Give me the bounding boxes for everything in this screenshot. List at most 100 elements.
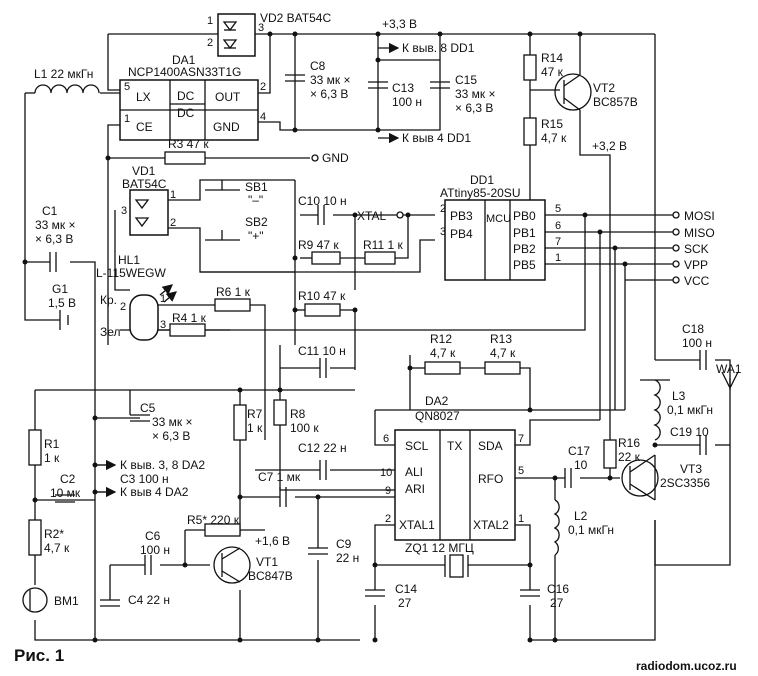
da2-xtal1: XTAL1 bbox=[399, 518, 435, 532]
r13-resistor bbox=[484, 361, 521, 375]
c1-val2: × 6,3 В bbox=[35, 232, 73, 246]
c5-val1: 33 мк × bbox=[152, 415, 193, 429]
vt2-part: BC857B bbox=[593, 95, 638, 109]
dd1-ref: DD1 bbox=[470, 173, 494, 187]
c7-label: C7 1 мк bbox=[258, 470, 301, 484]
r8-val: 100 к bbox=[290, 421, 319, 435]
c1-ref: C1 bbox=[42, 204, 58, 218]
labels: VD2 BAT54C DA1 NCP1400ASN33T1G LX DC DC … bbox=[14, 11, 742, 673]
vd2-diode-pair bbox=[217, 13, 256, 57]
wa1-label: WA1 bbox=[716, 362, 742, 376]
r15-ref: R15 bbox=[541, 117, 563, 131]
pin: 1 bbox=[207, 15, 213, 27]
components bbox=[22, 13, 739, 613]
da1-part: NCP1400ASN33T1G bbox=[128, 65, 241, 79]
l1-inductor bbox=[34, 84, 100, 94]
c4-label: C4 22 н bbox=[128, 593, 170, 607]
l3-val: 0,1 мкГн bbox=[667, 403, 713, 417]
r9-resistor bbox=[311, 251, 341, 265]
r11-resistor bbox=[364, 251, 396, 265]
r2-val: 4,7 к bbox=[44, 541, 70, 555]
c14-ref: C14 bbox=[395, 582, 417, 596]
conn-mosi: MOSI bbox=[684, 209, 715, 223]
hl1-green: Зел bbox=[100, 325, 121, 339]
pin: 3 bbox=[121, 205, 127, 217]
l2-inductor bbox=[553, 499, 560, 556]
c15-val1: 33 мк × bbox=[455, 87, 496, 101]
c6-ref: C6 bbox=[145, 529, 161, 543]
da2-rfo: RFO bbox=[478, 472, 503, 486]
rail-32v: +3,2 В bbox=[592, 139, 627, 153]
r4-resistor bbox=[169, 323, 206, 337]
c9-val: 22 н bbox=[336, 551, 359, 565]
dd1-pb0: PB0 bbox=[513, 209, 536, 223]
hl1-led bbox=[129, 294, 159, 341]
gnd-label: GND bbox=[322, 151, 349, 165]
l1-label: L1 22 мкГн bbox=[34, 67, 93, 81]
r3-resistor bbox=[164, 151, 206, 165]
hl1-ref: HL1 bbox=[118, 253, 140, 267]
vt3-transistor bbox=[621, 459, 659, 497]
wa1-antenna bbox=[721, 371, 739, 390]
da1-ce: CE bbox=[136, 120, 153, 134]
da2-scl: SCL bbox=[405, 439, 429, 453]
r6-resistor bbox=[214, 298, 251, 312]
vd1-ref: VD1 bbox=[132, 164, 156, 178]
vt2-ref: VT2 bbox=[593, 81, 615, 95]
conn-miso: MISO bbox=[684, 226, 715, 240]
vd1-diode-pair bbox=[129, 189, 169, 236]
vt2-transistor bbox=[554, 73, 592, 111]
r4-label: R4 1 к bbox=[172, 311, 207, 325]
dd1-pb4: PB4 bbox=[450, 227, 473, 241]
pin: 3 bbox=[440, 226, 446, 238]
c8-ref: C8 bbox=[310, 59, 326, 73]
pin: 2 bbox=[120, 301, 126, 313]
r15-resistor bbox=[523, 117, 537, 146]
c18-ref: C18 bbox=[682, 322, 704, 336]
da1-dc1: DC bbox=[177, 89, 195, 103]
conn-vcc: VCC bbox=[684, 274, 710, 288]
r5-label: R5* 220 к bbox=[187, 513, 240, 527]
r16-val: 22 к bbox=[618, 450, 641, 464]
pin: 3 bbox=[160, 319, 166, 331]
l2-ref: L2 bbox=[574, 509, 588, 523]
sb1-ref: SB1 bbox=[245, 180, 268, 194]
r1-val: 1 к bbox=[44, 451, 60, 465]
r14-ref: R14 bbox=[541, 51, 563, 65]
da2-chip bbox=[394, 429, 516, 541]
rail-16v: +1,6 В bbox=[255, 534, 290, 548]
pin: 6 bbox=[555, 220, 561, 232]
c13-ref: C13 bbox=[392, 81, 414, 95]
pin: 9 bbox=[385, 485, 391, 497]
sb1-val: "–" bbox=[248, 193, 263, 207]
r13-val: 4,7 к bbox=[490, 346, 516, 360]
vt1-transistor bbox=[213, 546, 251, 584]
pin: 5 bbox=[124, 81, 130, 93]
pin: 3 bbox=[258, 22, 264, 34]
pin: 1 bbox=[170, 189, 176, 201]
da1-out: OUT bbox=[215, 90, 241, 104]
to-da2-pins38: К выв. 3, 8 DA2 bbox=[120, 458, 205, 472]
c11-label: C11 10 н bbox=[298, 344, 346, 358]
da1-gnd: GND bbox=[213, 120, 240, 134]
junctions bbox=[22, 31, 658, 643]
pin: 1 bbox=[518, 513, 524, 525]
pin: 6 bbox=[383, 433, 389, 445]
r12-resistor bbox=[424, 361, 461, 375]
c19-label: C19 10 bbox=[670, 425, 709, 439]
g1-val: 1,5 В bbox=[48, 296, 76, 310]
c5-ref: C5 bbox=[140, 401, 156, 415]
c1-val1: 33 мк × bbox=[35, 218, 76, 232]
pin: 5 bbox=[555, 203, 561, 215]
dd1-pb3: PB3 bbox=[450, 209, 473, 223]
l3-ref: L3 bbox=[672, 389, 686, 403]
pin: 2 bbox=[170, 217, 176, 229]
r1-ref: R1 bbox=[44, 437, 60, 451]
dd1-pb1: PB1 bbox=[513, 226, 536, 240]
pin: 5 bbox=[518, 465, 524, 477]
da2-ali: ALI bbox=[405, 465, 423, 479]
c10-label: C10 10 н bbox=[298, 194, 347, 208]
pin: 7 bbox=[555, 236, 561, 248]
